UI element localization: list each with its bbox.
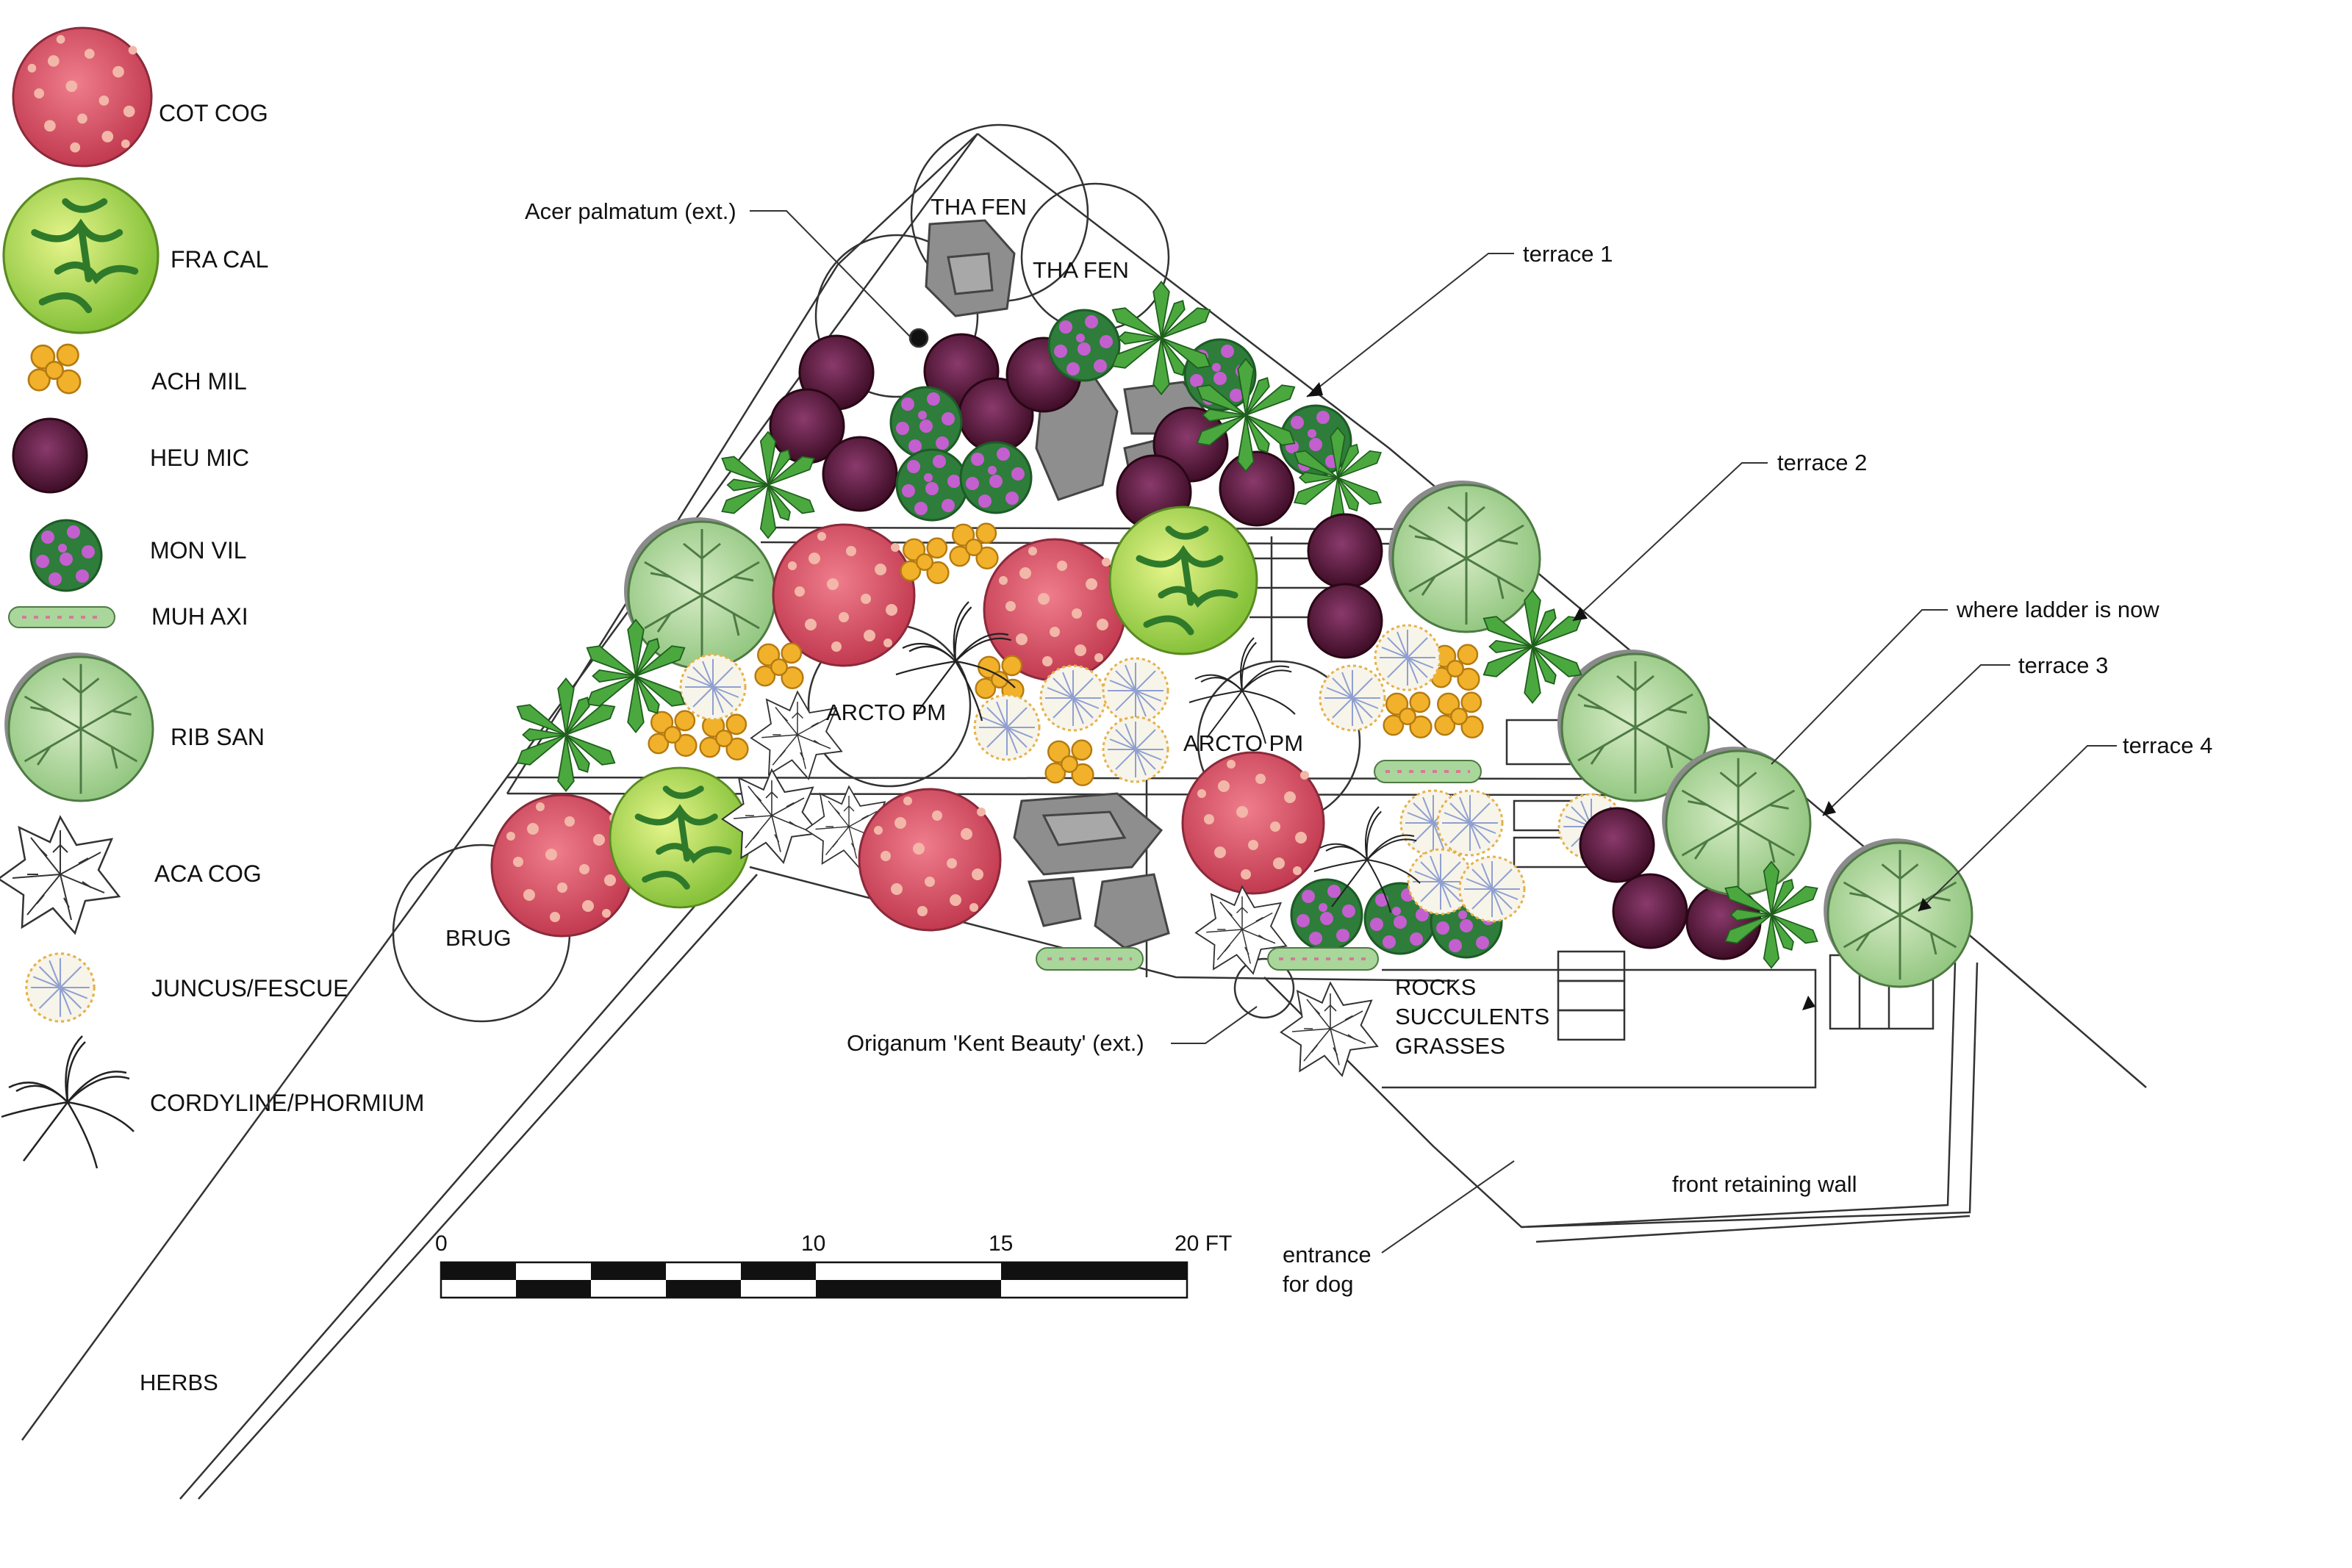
label-brug: BRUG	[445, 925, 512, 951]
legend-label: ACA COG	[154, 860, 262, 887]
legend-label: FRA CAL	[171, 246, 268, 273]
scale-tick-label: 10	[801, 1231, 825, 1256]
path-edge	[179, 859, 758, 1500]
legend-label: MUH AXI	[151, 603, 248, 630]
label-grasses: GRASSES	[1395, 1033, 1505, 1059]
property-line	[21, 133, 979, 1441]
terrace-line-1	[775, 526, 1397, 531]
legend-item-cordyline-phormium: CORDYLINE/PHORMIUM	[0, 1035, 424, 1170]
legend-label: COT COG	[159, 100, 268, 126]
legend-label: ACH MIL	[151, 368, 247, 395]
arrowheads	[1307, 382, 1932, 1010]
scale-tick-label: 20 FT	[1175, 1231, 1232, 1256]
label-arcto-pm: ARCTO PM	[826, 700, 946, 725]
callout-terrace-4: terrace 4	[2123, 733, 2212, 758]
label-tha-fen: THA FEN	[1033, 257, 1129, 283]
legend-item-aca-cog: ACA COG	[0, 816, 262, 935]
front-retaining-wall	[1521, 962, 1971, 1243]
label-tha-fen: THA FEN	[931, 194, 1027, 220]
legend-item-juncus-fescue: JUNCUS/FESCUE	[25, 952, 348, 1023]
callout-terrace-1: terrace 1	[1523, 241, 1613, 267]
plan-labels: THA FEN THA FEN ARCTO PM ARCTO PM BRUG H…	[140, 194, 1549, 1395]
callout-front-wall: front retaining wall	[1672, 1171, 1857, 1197]
callout-ladder: where ladder is now	[1956, 597, 2159, 622]
label-succulents: SUCCULENTS	[1395, 1004, 1549, 1029]
scale-tick-label: 15	[989, 1231, 1013, 1256]
legend-label: JUNCUS/FESCUE	[151, 975, 348, 1001]
legend-item-mon-vil: MON VIL	[29, 519, 247, 592]
label-rocks: ROCKS	[1395, 974, 1476, 1000]
legend-label: HEU MIC	[150, 445, 249, 471]
label-arcto-pm: ARCTO PM	[1183, 730, 1303, 756]
callout-acer: Acer palmatum (ext.)	[525, 198, 736, 224]
callout-terrace-2: terrace 2	[1777, 450, 1867, 475]
legend-item-rib-san: RIB SAN	[3, 651, 265, 802]
legend-item-muh-axi: MUH AXI	[8, 603, 248, 630]
terrace-right-box	[1382, 968, 1817, 1089]
legend-label: RIB SAN	[171, 724, 265, 750]
leader-lines	[750, 210, 2117, 1254]
legend-label: CORDYLINE/PHORMIUM	[150, 1090, 424, 1116]
legend-item-ach-mil: ACH MIL	[27, 343, 247, 395]
label-herbs: HERBS	[140, 1370, 218, 1395]
legend-label: MON VIL	[150, 537, 247, 564]
rock	[925, 219, 1208, 949]
callouts: Acer palmatum (ext.) terrace 1 terrace 2…	[525, 198, 2212, 1297]
callout-entrance: entrance	[1283, 1242, 1372, 1267]
legend-item-fra-cal: FRA CAL	[4, 179, 268, 333]
legend: COT COG FRA CAL ACH MIL HEU MIC MON VIL …	[0, 26, 424, 1170]
callout-origanum: Origanum 'Kent Beauty' (ext.)	[847, 1030, 1144, 1056]
legend-item-heu-mic: HEU MIC	[12, 417, 249, 494]
scale-bar: 0 10 15 20 FT	[435, 1231, 1232, 1299]
legend-item-cot-cog: COT COG	[12, 26, 268, 168]
callout-terrace-3: terrace 3	[2018, 652, 2108, 678]
scale-tick-label: 0	[435, 1231, 448, 1256]
callout-entrance-2: for dog	[1283, 1271, 1354, 1297]
plantings	[490, 219, 1973, 1077]
